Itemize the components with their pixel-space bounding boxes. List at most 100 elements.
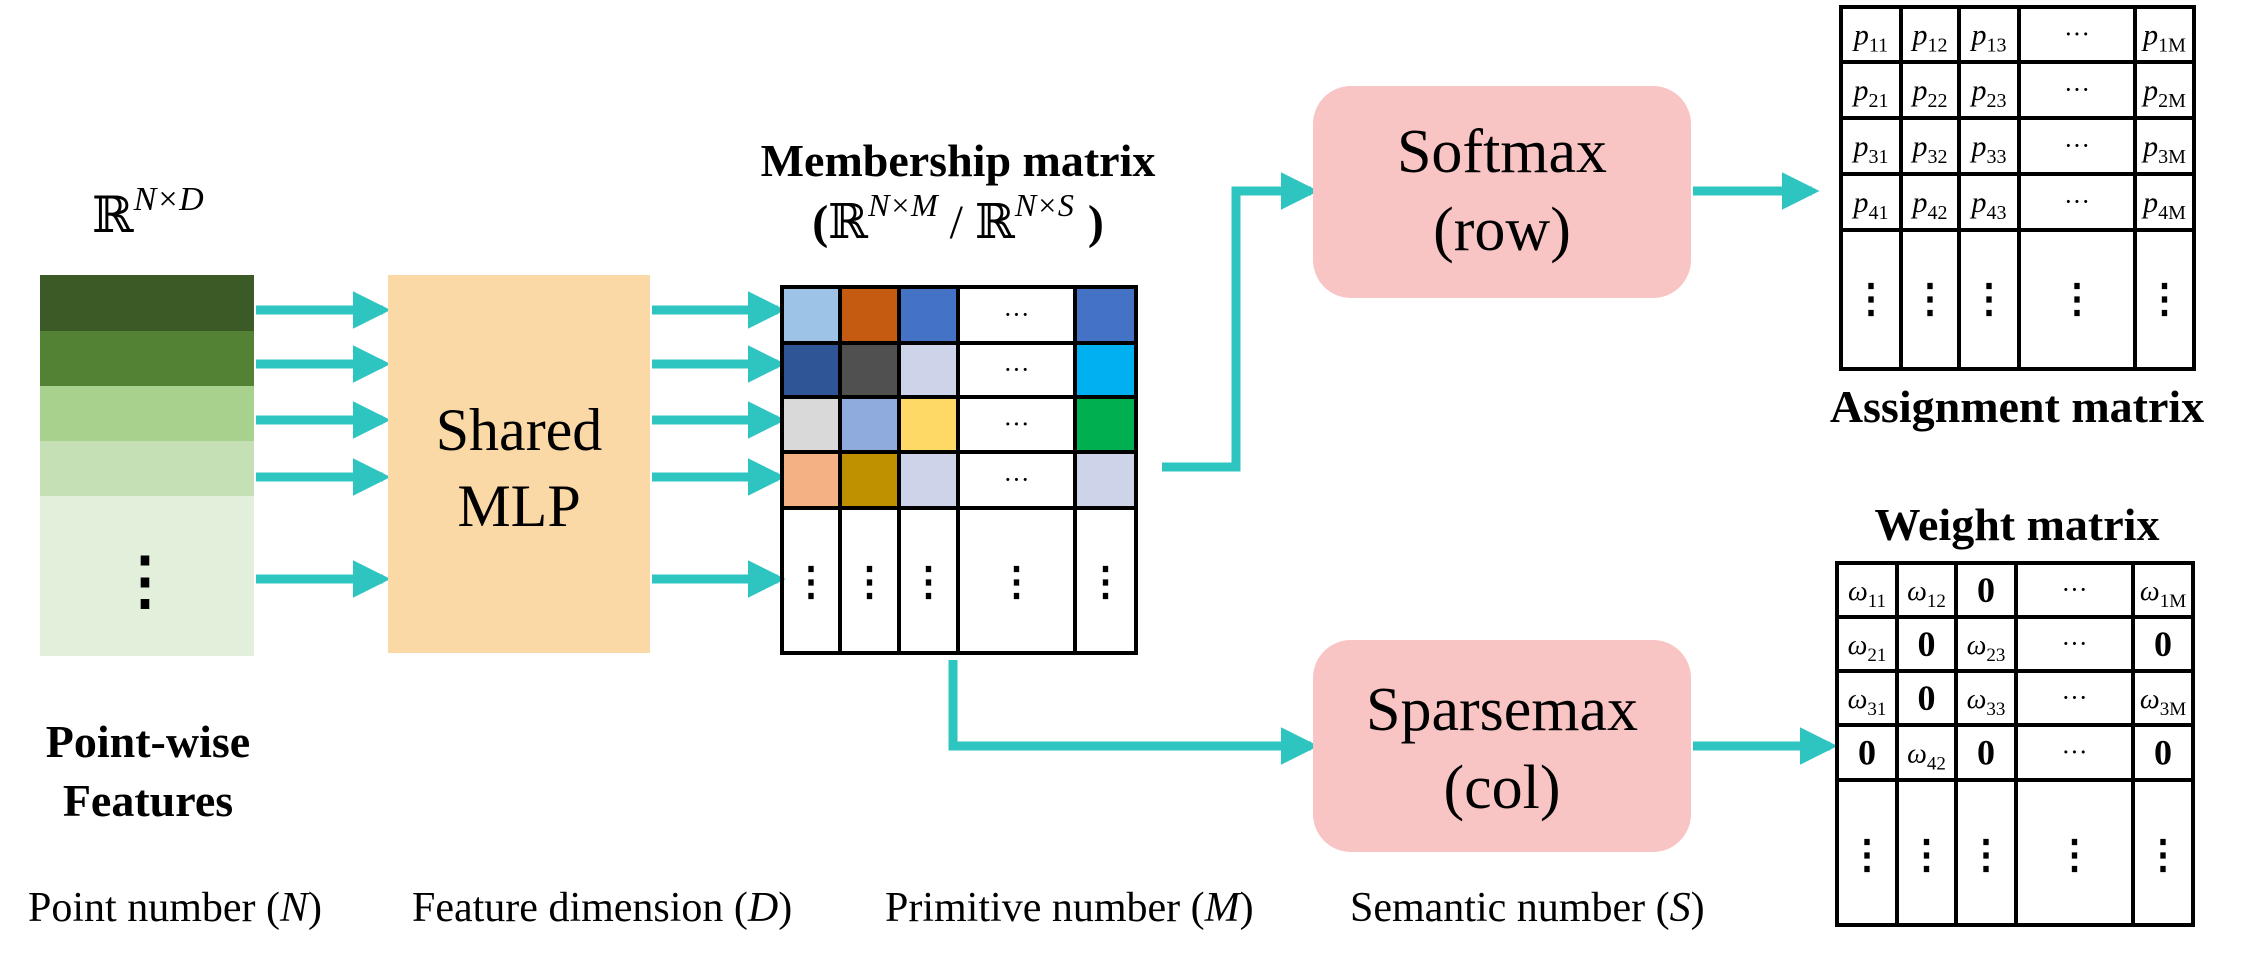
membership-close-paren: ) xyxy=(1088,196,1104,249)
weight-cell-entry-subscript: 11 xyxy=(1868,591,1886,612)
membership-superscript-s: N×S xyxy=(1014,187,1074,223)
legend-primitive-number-end: ) xyxy=(1240,885,1254,931)
assignment-cell-entry-subscript: 31 xyxy=(1869,146,1889,168)
membership-cell xyxy=(958,452,1075,508)
weight-cell-entry-symbol: ω xyxy=(1848,630,1868,661)
membership-space-symbol-s: ℝ xyxy=(975,196,1015,249)
assignment-cell-entry-subscript: 42 xyxy=(1928,202,1948,224)
membership-cell-vdots: ⋮ xyxy=(791,559,831,604)
membership-cell xyxy=(782,452,840,508)
membership-cell xyxy=(899,287,958,343)
legend-feature-dimension-var: D xyxy=(747,885,778,931)
feature-band-3 xyxy=(40,386,254,441)
assignment-cell-vdots: ⋮ xyxy=(1910,276,1950,321)
assignment-cell-entry-subscript: 2M xyxy=(2158,90,2186,112)
weight-cell-zero: 0 xyxy=(1858,733,1876,773)
weight-cell-entry-symbol: ω xyxy=(2140,576,2160,607)
assignment-cell-entry-symbol: p xyxy=(1852,74,1869,107)
weight-cell-vdots: ⋮ xyxy=(2143,832,2183,877)
weight-cell-entry: ω21 xyxy=(1848,630,1887,666)
membership-cell-ellipsis: ··· xyxy=(1004,410,1030,439)
weight-cell-entry: ω33 xyxy=(1967,684,2006,720)
assignment-cell-entry: p42 xyxy=(1911,186,1948,224)
assignment-cell-entry-symbol: p xyxy=(1911,19,1928,52)
weight-cell-entry-symbol: ω xyxy=(1848,576,1868,607)
connector-to-sparsemax xyxy=(948,660,1319,765)
assignment-cell-entry: p41 xyxy=(1852,186,1889,224)
assignment-cell-entry-subscript: 4M xyxy=(2158,202,2186,224)
assignment-cell-entry-symbol: p xyxy=(1911,130,1928,163)
weight-cell-vdots: ⋮ xyxy=(1907,832,1947,877)
arrows-features-to-mlp xyxy=(256,291,391,598)
weight-cell-zero: 0 xyxy=(2154,733,2172,773)
weight-cell-entry-subscript: 1M xyxy=(2160,591,2187,612)
membership-open-paren: ( xyxy=(812,196,828,249)
assignment-cell-entry: p12 xyxy=(1911,19,1948,57)
shared-mlp-box xyxy=(388,275,650,653)
assignment-cell-entry: p2M xyxy=(2141,74,2186,112)
weight-cell-zero: 0 xyxy=(1977,570,1995,610)
legend-point-number-end: ) xyxy=(308,885,322,931)
weight-cell-entry-symbol: ω xyxy=(1907,739,1927,770)
weight-cell-entry: ω12 xyxy=(1907,576,1946,612)
membership-cell xyxy=(782,287,840,343)
connector-to-softmax xyxy=(1162,172,1319,472)
membership-cell xyxy=(899,452,958,508)
weight-cell-zero: 0 xyxy=(2154,624,2172,664)
membership-cell xyxy=(782,397,840,452)
softmax-label-line1: Softmax xyxy=(1397,118,1607,186)
membership-slash: / xyxy=(950,196,964,249)
assignment-cell-entry-subscript: 13 xyxy=(1987,35,2007,57)
assignment-cell-entry-subscript: 22 xyxy=(1928,90,1948,112)
membership-cell-ellipsis: ··· xyxy=(1004,465,1030,494)
membership-matrix-title: Membership matrix xyxy=(761,135,1156,186)
assignment-cell-entry: p43 xyxy=(1970,186,2007,224)
assignment-cell-entry-symbol: p xyxy=(2141,130,2158,163)
feature-stack xyxy=(40,275,254,656)
weight-cell-entry-subscript: 23 xyxy=(1986,645,2005,666)
feature-band-4 xyxy=(40,441,254,496)
weight-cell-entry: ω11 xyxy=(1848,576,1886,612)
membership-cell xyxy=(840,343,899,397)
assignment-cell-vdots: ⋮ xyxy=(2145,276,2185,321)
membership-cell xyxy=(899,397,958,452)
feature-band-5 xyxy=(40,496,254,656)
legend-point-number: Point number (N) xyxy=(28,885,322,931)
weight-cell-entry-subscript: 3M xyxy=(2160,699,2187,720)
assignment-cell-entry-symbol: p xyxy=(2141,186,2158,219)
sparsemax-label-line1: Sparsemax xyxy=(1366,676,1638,744)
assignment-cell-entry: p11 xyxy=(1852,19,1888,57)
assignment-cell-entry: p4M xyxy=(2141,186,2186,224)
assignment-cell-entry-subscript: 3M xyxy=(2158,146,2186,168)
weight-cell-entry-subscript: 31 xyxy=(1867,699,1886,720)
feature-band-1 xyxy=(40,275,254,331)
feature-space-symbol: ℝ xyxy=(92,187,134,243)
weight-cell-zero: 0 xyxy=(1977,733,1995,773)
assignment-cell-entry-subscript: 21 xyxy=(1869,90,1889,112)
legend-feature-dimension-end: ) xyxy=(778,885,792,931)
sparsemax-box xyxy=(1313,640,1691,852)
shared-mlp-label-line2: MLP xyxy=(457,473,580,539)
weight-cell-entry: ω3M xyxy=(2140,684,2186,720)
legend-feature-dimension: Feature dimension (D) xyxy=(412,885,792,931)
membership-cell xyxy=(1075,287,1136,343)
assignment-cell-ellipsis: ··· xyxy=(2064,75,2090,104)
weight-cell-entry-symbol: ω xyxy=(1967,630,1987,661)
assignment-cell-entry: p21 xyxy=(1852,74,1889,112)
weight-cell-entry-symbol: ω xyxy=(1848,684,1868,715)
membership-cell-vdots: ⋮ xyxy=(850,559,890,604)
weight-cell-entry: ω42 xyxy=(1907,739,1946,775)
assignment-cell-entry-subscript: 11 xyxy=(1869,35,1888,57)
membership-cell-ellipsis: ··· xyxy=(1004,300,1030,329)
membership-superscript-m: N×M xyxy=(867,187,940,223)
membership-cell xyxy=(840,397,899,452)
membership-cell-vdots: ⋮ xyxy=(909,559,949,604)
assignment-cell-entry-subscript: 43 xyxy=(1987,202,2007,224)
softmax-box xyxy=(1313,86,1691,298)
legend-semantic-number-text: Semantic number ( xyxy=(1350,885,1670,931)
weight-cell-entry-subscript: 42 xyxy=(1927,754,1946,775)
membership-matrix: ············⋮⋮⋮⋮⋮ xyxy=(780,285,1138,655)
assignment-cell-entry-symbol: p xyxy=(1970,186,1987,219)
